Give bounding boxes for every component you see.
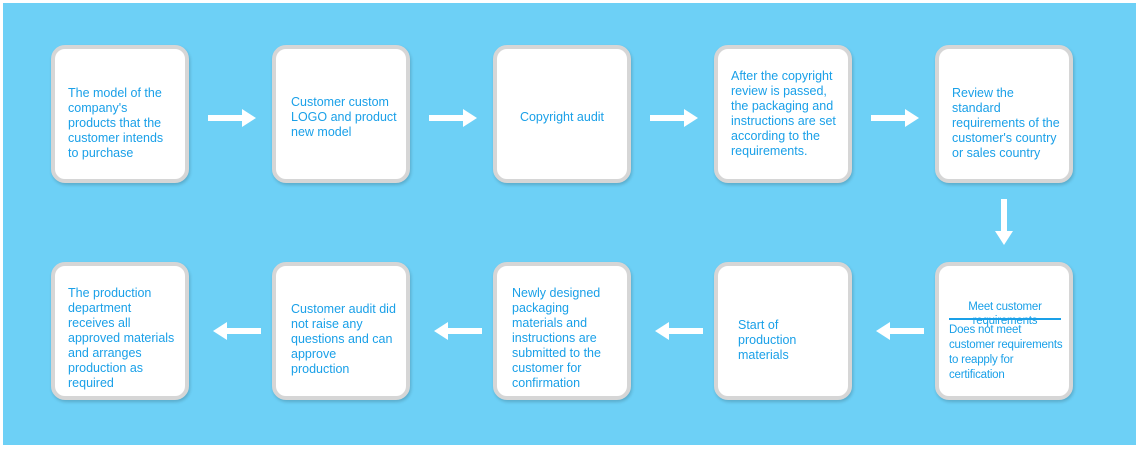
arrow-left-icon: [434, 322, 482, 340]
arrow-right-icon: [208, 109, 256, 127]
step-customer-approval-text: Customer audit did not raise any questio…: [291, 302, 396, 376]
step-copyright-audit-text: Copyright audit: [519, 110, 605, 124]
step-submit-confirmation-text: Newly designed packaging materials and i…: [512, 286, 601, 390]
step-product-model: The model of the company's products that…: [51, 45, 189, 183]
step-review-standards-text: Review the standard requirements of the …: [952, 86, 1060, 160]
arrow-left-icon: [876, 322, 924, 340]
step-packaging-set-text: After the copyright review is passed, th…: [731, 69, 836, 158]
arrow-down-icon: [995, 199, 1013, 245]
step-customer-approval: Customer audit did not raise any questio…: [272, 262, 410, 400]
step-review-standards: Review the standard requirements of the …: [935, 45, 1073, 183]
decision-requirements-check: Meet customer requirements Does not meet…: [935, 262, 1073, 400]
arrow-right-icon: [429, 109, 477, 127]
step-packaging-set: After the copyright review is passed, th…: [714, 45, 852, 183]
step-custom-logo: Customer custom LOGO and product new mod…: [272, 45, 410, 183]
decision-divider: [949, 318, 1061, 320]
step-product-model-text: The model of the company's products that…: [68, 86, 164, 160]
arrow-right-icon: [650, 109, 698, 127]
step-start-production-materials: Start of production materials: [714, 262, 852, 400]
step-submit-confirmation: Newly designed packaging materials and i…: [493, 262, 631, 400]
step-production-arranged-text: The production department receives all a…: [68, 286, 175, 390]
step-start-production-materials-text: Start of production materials: [738, 318, 797, 362]
arrow-left-icon: [655, 322, 703, 340]
decision-fail-text: Does not meet customer requirements to r…: [949, 324, 1063, 381]
step-custom-logo-text: Customer custom LOGO and product new mod…: [291, 95, 397, 139]
step-production-arranged: The production department receives all a…: [51, 262, 189, 400]
step-copyright-audit: Copyright audit: [493, 45, 631, 183]
arrow-right-icon: [871, 109, 919, 127]
arrow-left-icon: [213, 322, 261, 340]
